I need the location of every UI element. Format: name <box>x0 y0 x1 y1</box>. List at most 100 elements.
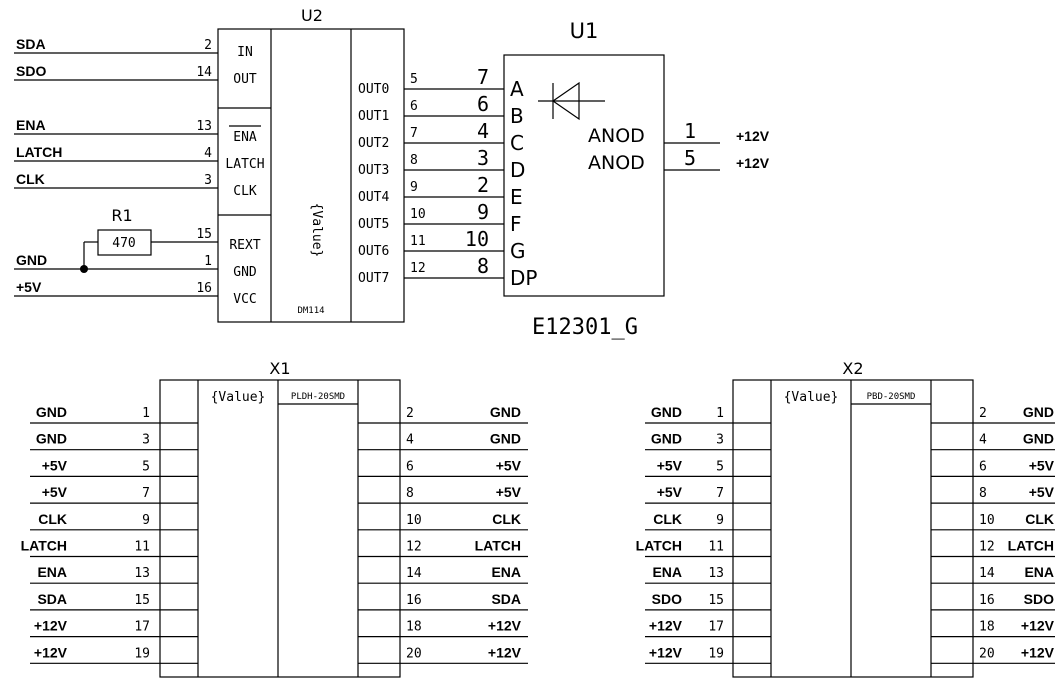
pin-number: 11 <box>134 540 150 555</box>
u1-anode-pins: ANOD 1 +12V ANOD 5 +12V <box>588 119 770 174</box>
pin-number: 3 <box>716 433 724 448</box>
segment-label: C <box>510 131 524 155</box>
connector-refdes: X2 <box>842 359 863 378</box>
pin-label: REXT <box>229 238 260 253</box>
u2-value: {Value} <box>309 203 324 258</box>
net-label: SDA <box>16 36 46 52</box>
pin-number: 2 <box>979 406 987 421</box>
net-label: LATCH <box>21 538 67 554</box>
segment-pin-number: 3 <box>477 146 489 170</box>
pin-number: 20 <box>406 646 422 661</box>
net-label: ENA <box>652 564 682 580</box>
pin-label: ENA <box>233 130 257 145</box>
pin-number: 14 <box>196 65 212 80</box>
pin-number: 12 <box>410 261 426 276</box>
pin-number: 9 <box>410 180 418 195</box>
pin-number: 20 <box>979 646 995 661</box>
junction-dot <box>80 265 88 273</box>
pin-number: 6 <box>410 99 418 114</box>
pin-number: 16 <box>196 281 212 296</box>
net-label: +5V <box>657 457 683 473</box>
net-label: ENA <box>16 117 46 133</box>
segment-label: G <box>510 239 526 263</box>
net-label: CLK <box>653 511 682 527</box>
r1-refdes: R1 <box>111 206 132 225</box>
segment-pin-number: 10 <box>465 227 489 251</box>
pin-number: 7 <box>410 126 418 141</box>
net-label: GND <box>490 404 521 420</box>
pin-number: 9 <box>716 513 724 528</box>
pin-number: 16 <box>979 593 995 608</box>
pin-number: 4 <box>406 433 414 448</box>
net-label: +12V <box>1021 618 1055 634</box>
pin-number: 7 <box>142 486 150 501</box>
net-label: +12V <box>649 644 683 660</box>
pin-number: 9 <box>142 513 150 528</box>
net-label: +5V <box>1029 484 1055 500</box>
net-label: SDO <box>1024 591 1054 607</box>
pin-number: 16 <box>406 593 422 608</box>
segment-label: D <box>510 158 525 182</box>
net-label: CLK <box>492 511 521 527</box>
pin-number: 10 <box>979 513 995 528</box>
pin-number: 8 <box>410 153 418 168</box>
net-label: +12V <box>736 155 770 171</box>
segment-pin-number: 7 <box>477 65 489 89</box>
pin-number: 18 <box>979 620 995 635</box>
pin-number: 5 <box>410 72 418 87</box>
pin-number: 15 <box>708 593 724 608</box>
pin-number: 15 <box>196 227 212 242</box>
pin-number: 17 <box>708 620 724 635</box>
pin-number: 4 <box>204 146 212 161</box>
net-label: GND <box>1023 431 1054 447</box>
connector-value: {Value} <box>211 390 266 405</box>
pin-number: 13 <box>134 566 150 581</box>
pin-number: 3 <box>142 433 150 448</box>
segment-label: E <box>510 185 523 209</box>
segment-pin-number: 6 <box>477 92 489 116</box>
segment-pin-number: 9 <box>477 200 489 224</box>
connector-value: {Value} <box>784 390 839 405</box>
anode-pin-number: 5 <box>684 146 696 170</box>
pin-label: OUT <box>233 72 257 87</box>
anode-label: ANOD <box>588 125 645 147</box>
net-label: GND <box>1023 404 1054 420</box>
pin-number: 12 <box>406 540 422 555</box>
net-label: ENA <box>37 564 67 580</box>
pin-number: 2 <box>406 406 414 421</box>
pin-label: GND <box>233 265 257 280</box>
net-label: GND <box>16 252 47 268</box>
pin-number: 1 <box>716 406 724 421</box>
net-label: +5V <box>496 457 522 473</box>
r1-resistor: R1 470 <box>80 206 218 273</box>
net-label: +12V <box>736 128 770 144</box>
pin-number: 14 <box>979 566 995 581</box>
pin-number: 8 <box>979 486 987 501</box>
net-label: ENA <box>1024 564 1054 580</box>
pin-number: 19 <box>134 646 150 661</box>
pin-number: 12 <box>979 540 995 555</box>
net-label: +12V <box>488 618 522 634</box>
connector-part-number: PBD-20SMD <box>867 392 916 402</box>
anode-pin-number: 1 <box>684 119 696 143</box>
u2-refdes: U2 <box>301 6 323 25</box>
connector-body <box>732 379 974 678</box>
segment-pin-number: 4 <box>477 119 489 143</box>
net-label: GND <box>490 431 521 447</box>
u2-right-pins: OUT05OUT16OUT27OUT38OUT49OUT510OUT611OUT… <box>358 72 504 286</box>
net-label: CLK <box>16 171 45 187</box>
pin-label: OUT7 <box>358 271 389 286</box>
net-label: SDO <box>652 591 682 607</box>
pin-label: OUT5 <box>358 217 389 232</box>
pin-label: CLK <box>233 184 257 199</box>
net-label: +12V <box>34 618 68 634</box>
anode-label: ANOD <box>588 152 645 174</box>
segment-label: F <box>510 212 522 236</box>
net-label: +5V <box>1029 457 1055 473</box>
pin-number: 1 <box>204 254 212 269</box>
pin-number: 2 <box>204 38 212 53</box>
pin-number: 4 <box>979 433 987 448</box>
